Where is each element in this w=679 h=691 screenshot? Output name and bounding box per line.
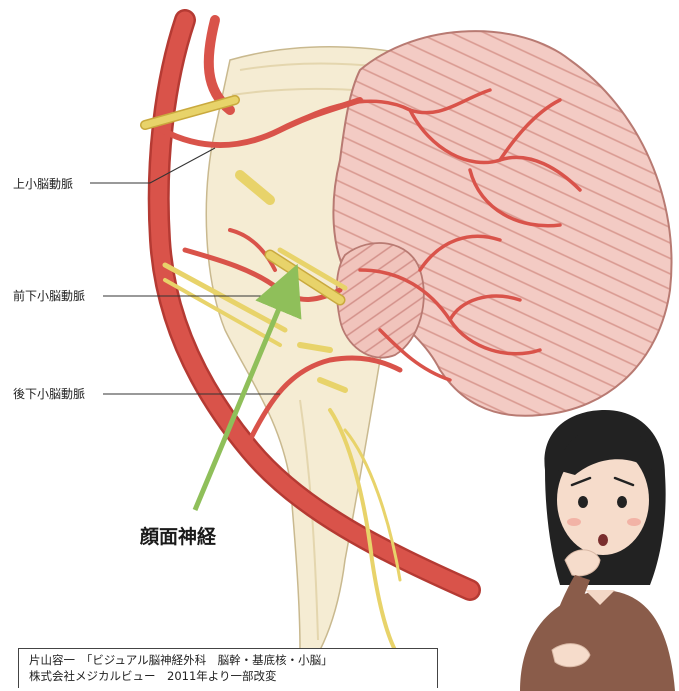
worried-woman-illustration	[520, 410, 675, 691]
label-superior-cerebellar-artery: 上小脳動脈	[13, 175, 73, 192]
source-citation: 片山容一 「ビジュアル脳神経外科 脳幹・基底核・小脳」 株式会社メジカルビュー …	[18, 648, 438, 688]
citation-line-2: 株式会社メジカルビュー 2011年より一部改変	[29, 668, 437, 684]
label-facial-nerve: 顔面神経	[140, 522, 216, 549]
label-anterior-inferior-cerebellar-artery: 前下小脳動脈	[13, 287, 85, 304]
label-posterior-inferior-cerebellar-artery: 後下小脳動脈	[13, 385, 85, 402]
citation-line-1: 片山容一 「ビジュアル脳神経外科 脳幹・基底核・小脳」	[29, 652, 437, 668]
cerebellum	[333, 31, 671, 416]
